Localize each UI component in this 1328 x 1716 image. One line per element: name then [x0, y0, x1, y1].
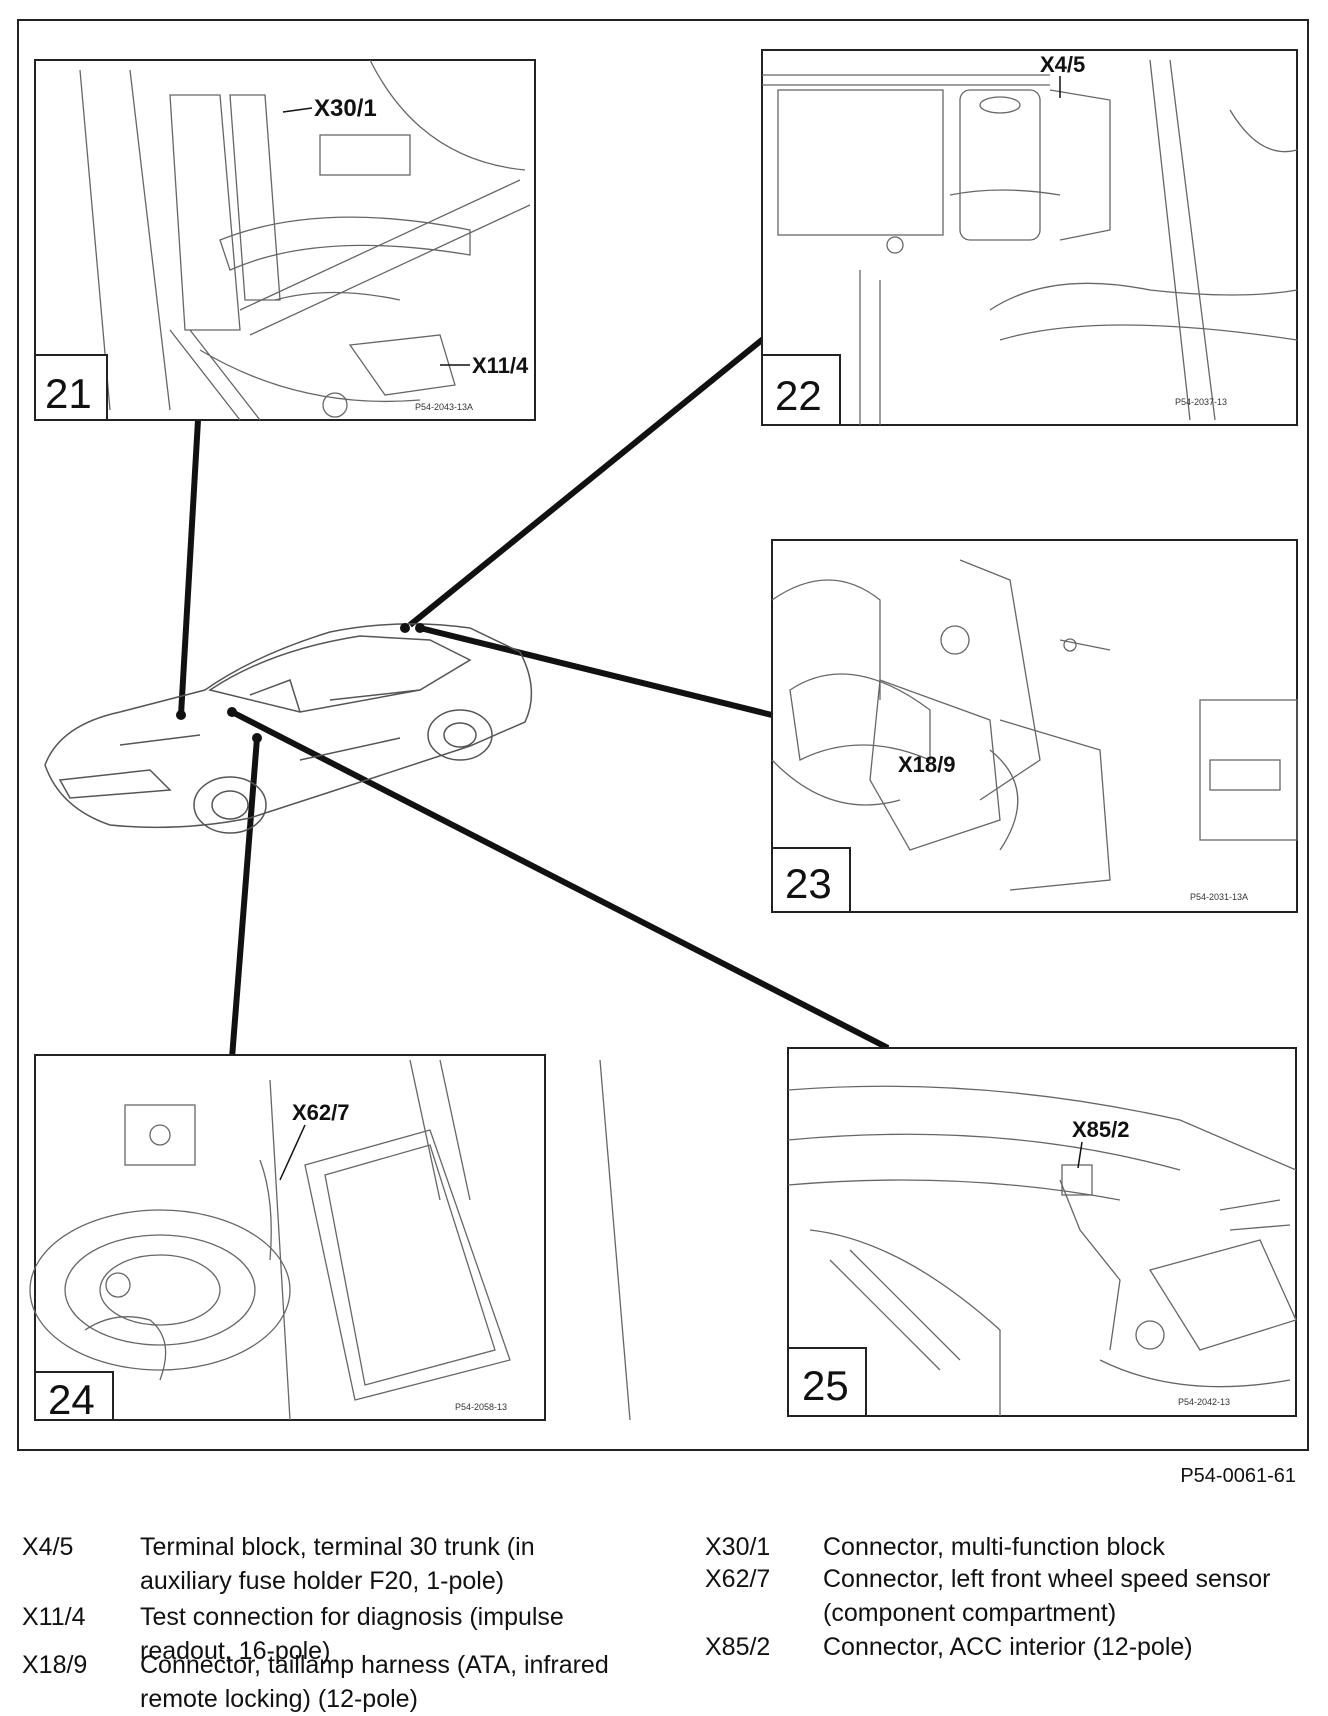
legend-code: X11/4	[22, 1603, 86, 1631]
legend-desc: Connector, taillamp harness (ATA, infrar…	[140, 1651, 609, 1713]
leader-line-23	[419, 625, 773, 718]
panel-24-ref: P54-2058-13	[455, 1402, 507, 1412]
panel-21-connector-x11-4: X11/4	[472, 353, 529, 378]
panel-25-connector-x85-2: X85/2	[1072, 1117, 1130, 1142]
legend-desc: Test connection for diagnosis (impulse r…	[140, 1603, 564, 1665]
panel-24: 24 X62/7 P54-2058-13	[29, 1054, 631, 1423]
panel-21: 21 X30/1 X11/4 P54-2043-13A	[34, 59, 536, 421]
leader-line-25	[230, 709, 890, 1051]
locator-diagram: 21 X30/1 X11/4 P54-2043-13A 22 X4/5 P54-…	[17, 19, 1309, 1451]
leader-lines	[178, 332, 890, 1059]
location-dot-21	[176, 710, 186, 720]
legend-code: X62/7	[705, 1565, 771, 1593]
panel-21-ref: P54-2043-13A	[415, 402, 473, 412]
panel-23: 23 X18/9 P54-2031-13A	[771, 539, 1298, 913]
legend-desc: Connector, ACC interior (12-pole)	[823, 1633, 1193, 1661]
panel-24-connector-x62-7: X62/7	[292, 1100, 350, 1125]
legend-desc: Connector, left front wheel speed sensor…	[823, 1565, 1271, 1627]
location-dot-22	[400, 623, 410, 633]
location-dot-24	[252, 733, 262, 743]
panel-23-number: 23	[785, 860, 832, 907]
panel-22-number: 22	[775, 372, 822, 419]
legend-code: X18/9	[22, 1651, 88, 1679]
leader-line-21	[178, 419, 201, 716]
figure-id: P54-0061-61	[1180, 1465, 1296, 1487]
panel-23-ref: P54-2031-13A	[1190, 892, 1248, 902]
panel-24-number: 24	[48, 1376, 95, 1423]
panel-22: 22 X4/5 P54-2037-13	[761, 49, 1298, 426]
panel-21-connector-x30-1: X30/1	[314, 95, 377, 122]
panel-22-connector-x4-5: X4/5	[1040, 52, 1085, 77]
location-dot-25	[227, 707, 237, 717]
location-dot-23	[415, 623, 425, 633]
leader-line-24	[229, 737, 260, 1059]
panel-25: 25 X85/2 P54-2042-13	[787, 1047, 1297, 1417]
panel-23-connector-x18-9: X18/9	[898, 752, 956, 777]
diagram-frame	[17, 19, 1309, 1451]
panel-25-ref: P54-2042-13	[1178, 1397, 1230, 1407]
legend-code: X30/1	[705, 1533, 771, 1561]
car-illustration	[44, 623, 533, 834]
panel-21-number: 21	[45, 370, 92, 417]
legend-code: X85/2	[705, 1633, 771, 1661]
panel-22-ref: P54-2037-13	[1175, 397, 1227, 407]
legend-desc: Connector, multi-function block	[823, 1533, 1165, 1561]
legend-code: X4/5	[22, 1533, 74, 1561]
location-dots	[176, 623, 425, 743]
leader-line-22	[408, 332, 770, 628]
panel-25-number: 25	[802, 1362, 849, 1409]
legend-desc: Terminal block, terminal 30 trunk (in au…	[140, 1533, 535, 1595]
